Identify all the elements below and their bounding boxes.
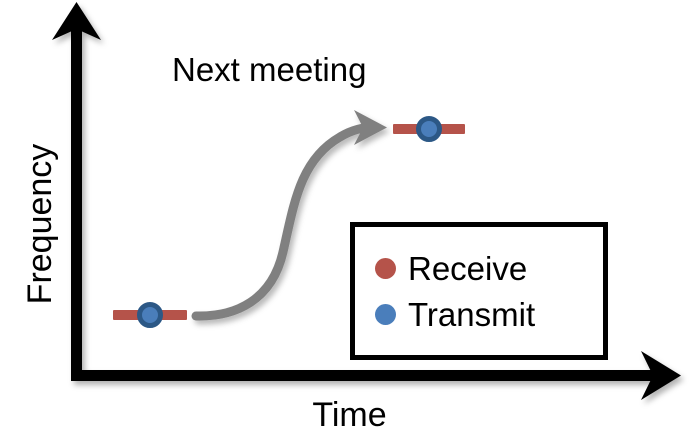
legend-label-transmit: Transmit	[408, 295, 536, 333]
annotation-label-next-meeting: Next meeting	[172, 51, 367, 88]
receive-dot-icon	[375, 257, 396, 279]
x-axis-line	[71, 370, 656, 381]
y-axis-line	[71, 22, 82, 380]
x-axis-title: Time	[312, 396, 387, 434]
legend-box: Receive Transmit	[350, 222, 608, 360]
x-axis-arrowhead	[641, 351, 681, 400]
transmit-dot-icon	[375, 303, 396, 325]
legend-label-receive: Receive	[408, 249, 528, 287]
transmit-circle-icon	[137, 302, 163, 328]
legend-item-receive: Receive	[355, 245, 603, 291]
y-axis-title: Frequency	[21, 143, 59, 305]
y-axis-arrowhead	[52, 2, 101, 40]
packet-marker-current	[113, 302, 187, 328]
legend-item-transmit: Transmit	[355, 291, 603, 337]
packet-marker-next	[393, 116, 465, 142]
transmit-circle-icon	[416, 116, 442, 142]
